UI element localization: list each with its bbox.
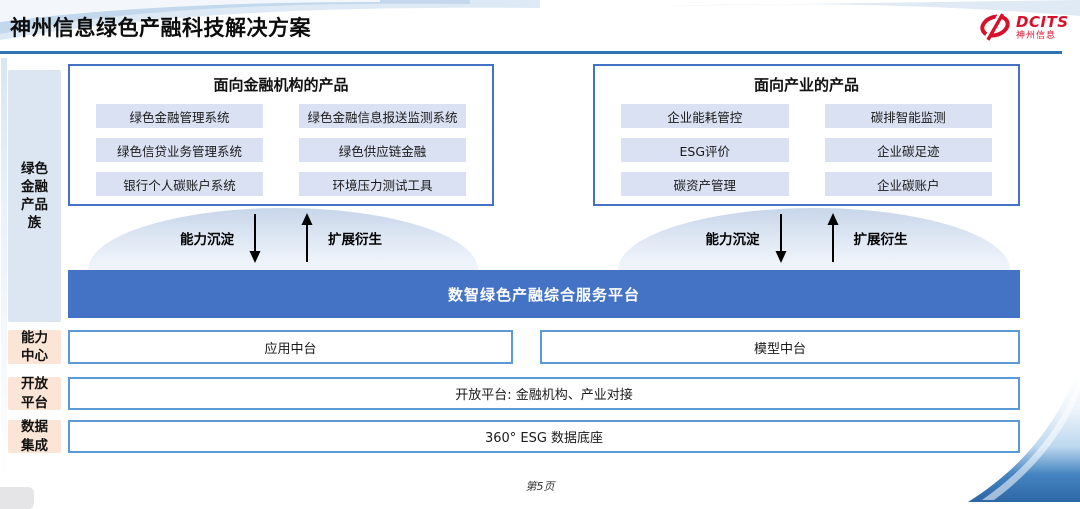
down-arrow-icon (774, 212, 788, 264)
header-underline (0, 51, 1062, 54)
flow-up-label: 扩展衍生 (853, 232, 908, 248)
page-title: 神州信息绿色产融科技解决方案 (10, 16, 311, 40)
product-chip: 碳资产管理 (621, 172, 789, 196)
product-chip: 银行个人碳账户系统 (96, 172, 263, 196)
financial-products-box: 面向金融机构的产品 绿色金融管理系统 绿色金融信息报送监测系统 绿色信贷业务管理… (68, 64, 494, 206)
up-arrow-icon (300, 212, 314, 264)
product-chip: 绿色金融管理系统 (96, 104, 263, 128)
up-arrow-icon (826, 212, 840, 264)
product-chip: 企业碳账户 (824, 172, 992, 196)
industry-products-box: 面向产业的产品 企业能耗管控 碳排智能监测 ESG评价 企业碳足迹 碳资产管理 … (593, 64, 1020, 206)
left-edge-decoration (1, 58, 7, 482)
sidebar-label-data-integration: 数据 集成 (8, 419, 61, 454)
capability-box-model: 模型中台 (540, 330, 1020, 364)
flow-group-financial: 能力沉淀 扩展衍生 (68, 207, 494, 269)
data-foundation-box: 360° ESG 数据底座 (68, 420, 1020, 453)
product-chip: 绿色金融信息报送监测系统 (299, 104, 466, 128)
product-chip: 碳排智能监测 (824, 104, 992, 128)
platform-bar: 数智绿色产融综合服务平台 (68, 270, 1020, 318)
product-chip: 绿色供应链金融 (299, 138, 466, 162)
sidebar-label-product-family: 绿色 金融 产品 族 (8, 70, 61, 322)
product-chip: 绿色信贷业务管理系统 (96, 138, 263, 162)
financial-products-grid: 绿色金融管理系统 绿色金融信息报送监测系统 绿色信贷业务管理系统 绿色供应链金融… (96, 104, 466, 196)
sidebar-label-open-platform: 开放 平台 (8, 376, 61, 411)
dcits-logo: DCITS 神州信息 (978, 9, 1074, 47)
flow-group-industry: 能力沉淀 扩展衍生 (593, 207, 1020, 269)
flow-up-label: 扩展衍生 (328, 232, 382, 248)
industry-products-grid: 企业能耗管控 碳排智能监测 ESG评价 企业碳足迹 碳资产管理 企业碳账户 (621, 104, 992, 196)
sidebar-label-capability-center: 能力 中心 (8, 330, 61, 364)
open-platform-box: 开放平台: 金融机构、产业对接 (68, 377, 1020, 410)
logo-brand-text: DCITS (1016, 13, 1069, 31)
capability-box-application: 应用中台 (68, 330, 513, 364)
industry-products-title: 面向产业的产品 (753, 76, 859, 94)
down-arrow-icon (248, 212, 262, 264)
product-chip: ESG评价 (621, 138, 789, 162)
logo-brand-cn-text: 神州信息 (1016, 31, 1057, 41)
platform-bar-title: 数智绿色产融综合服务平台 (447, 285, 640, 304)
product-chip: 企业能耗管控 (621, 104, 789, 128)
financial-products-title: 面向金融机构的产品 (213, 76, 349, 94)
flow-down-label: 能力沉淀 (180, 232, 234, 248)
page-number: 第5页 (525, 480, 555, 493)
flow-down-label: 能力沉淀 (705, 232, 760, 248)
product-chip: 环境压力测试工具 (299, 172, 466, 196)
dcits-swirl-icon (978, 11, 1012, 45)
bottom-left-decoration (0, 487, 34, 509)
product-chip: 企业碳足迹 (824, 138, 992, 162)
